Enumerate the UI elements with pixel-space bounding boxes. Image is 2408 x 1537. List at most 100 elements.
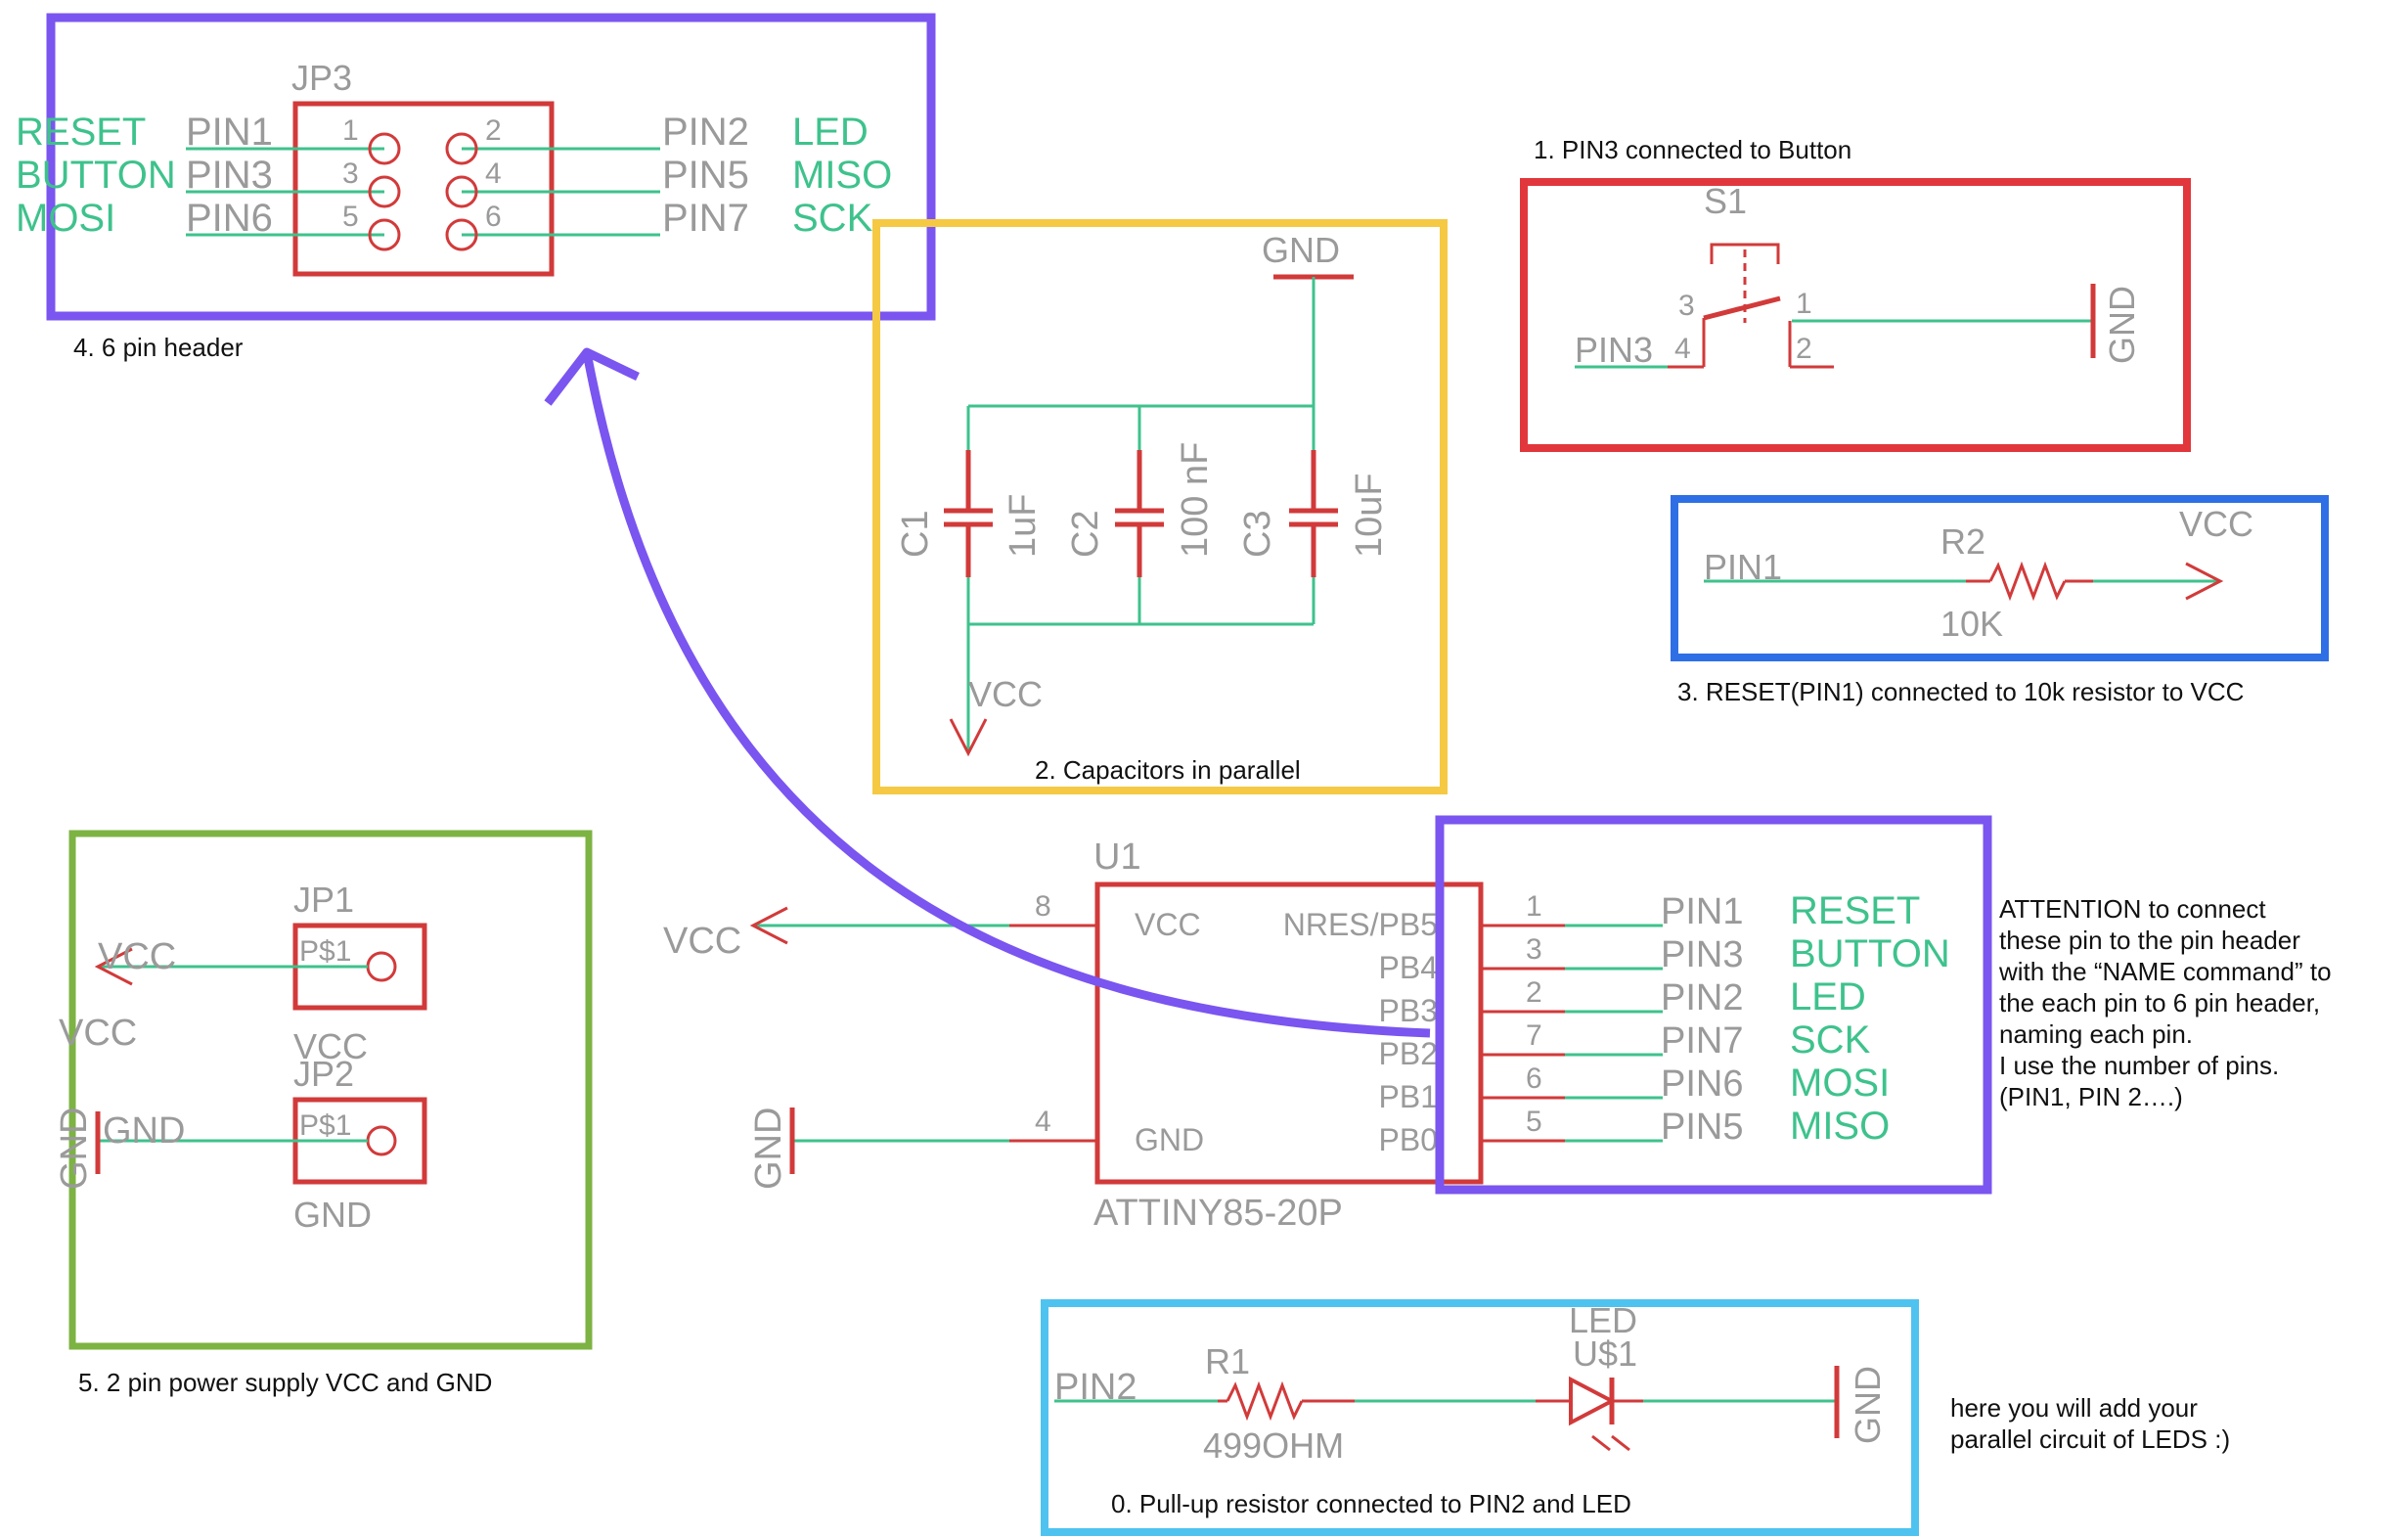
r1-ref: R1 <box>1205 1341 1250 1381</box>
header-num-5: 5 <box>342 201 359 233</box>
r2-ref: R2 <box>1940 521 1985 562</box>
header-pin6-label: PIN6 <box>186 197 273 240</box>
power-group-frame <box>68 830 593 1350</box>
header-num-4: 4 <box>485 158 502 190</box>
u1-vcc-arrow <box>749 906 788 945</box>
u1-net-pin5: PIN5 <box>1661 1107 1743 1148</box>
attention-line-5: naming each pin. <box>1999 1019 2193 1049</box>
u1-net-pin3: PIN3 <box>1661 934 1743 975</box>
u1-num-1: 1 <box>1526 890 1542 923</box>
led-side-note-2: parallel circuit of LEDS :) <box>1950 1424 2230 1454</box>
jp2-label: GND <box>293 1195 372 1235</box>
jp1-pin: P$1 <box>299 935 351 968</box>
header-num-3: 3 <box>342 158 359 190</box>
reset-group-frame <box>1671 495 2329 661</box>
header-pad-2 <box>445 132 478 165</box>
six-pin-header-section: JP3 1 3 5 2 4 6 RESET BUTTON MOSI PIN1 P… <box>16 13 936 362</box>
led-diode <box>1569 1376 1617 1426</box>
jp2-net: GND <box>103 1110 185 1152</box>
jp1-ref: JP1 <box>293 880 354 920</box>
u1-net-pin2: PIN2 <box>1661 977 1743 1018</box>
s1-net-label: PIN3 <box>1575 330 1653 370</box>
u1-right-pins <box>1481 924 1663 1143</box>
u1-pin-pb4: PB4 <box>1379 950 1438 985</box>
power-gnd-side: GND <box>54 1108 95 1190</box>
led-caption: 0. Pull-up resistor connected to PIN2 an… <box>1111 1489 1631 1518</box>
u1-vcc-label: VCC <box>1135 907 1201 942</box>
header-pin2-label: PIN2 <box>662 111 749 154</box>
c1-value: 1uF <box>1003 494 1044 558</box>
header-group-frame <box>46 13 936 321</box>
s1-contact <box>1703 295 1781 321</box>
header-net-led: LED <box>792 111 869 154</box>
u1-body <box>1094 882 1484 1185</box>
caps-vcc-arrow <box>949 718 988 757</box>
reset-section: PIN1 R2 10K VCC 3. RESET(PIN1) connected… <box>1671 495 2329 706</box>
u1-pin-pb0: PB0 <box>1379 1122 1438 1157</box>
u1-gnd-label: GND <box>1135 1122 1204 1157</box>
header-pad-4 <box>445 175 478 208</box>
jp2-pad <box>366 1125 397 1156</box>
jp1-label: VCC <box>293 1026 368 1066</box>
header-pin3-label: PIN3 <box>186 154 273 197</box>
s1-pin-3: 3 <box>1678 290 1695 322</box>
u1-num-6: 6 <box>1526 1062 1542 1095</box>
header-net-sck: SCK <box>792 197 873 240</box>
header-net-mosi: MOSI <box>16 197 115 240</box>
u1-vcc-num: 8 <box>1035 890 1051 923</box>
header-num-6: 6 <box>485 201 502 233</box>
u1-net-pin7: PIN7 <box>1661 1020 1743 1062</box>
attention-note: ATTENTION to connect these pin to the pi… <box>1998 894 2332 1111</box>
u1-gnd-net: GND <box>748 1108 789 1190</box>
header-pin5-label: PIN5 <box>662 154 749 197</box>
s1-ref: S1 <box>1704 181 1747 221</box>
mcu-section: U1 ATTINY85-20P 8 4 VCC GND VCC GND NRES… <box>663 815 1992 1234</box>
u1-name-led: LED <box>1790 975 1866 1018</box>
caps-vcc-label: VCC <box>968 674 1043 714</box>
u1-num-2: 2 <box>1526 976 1542 1009</box>
caps-caption: 2. Capacitors in parallel <box>1035 755 1301 785</box>
u1-pin-nres: NRES/PB5 <box>1283 907 1438 942</box>
u1-pin-pb3: PB3 <box>1379 993 1438 1028</box>
u1-name-sck: SCK <box>1790 1018 1871 1062</box>
led-ref-2: U$1 <box>1573 1334 1637 1374</box>
u1-net-pin6: PIN6 <box>1661 1063 1743 1105</box>
led-ref: LED <box>1569 1300 1637 1340</box>
s1-pin-2: 2 <box>1796 333 1812 365</box>
u1-num-5: 5 <box>1526 1106 1542 1138</box>
u1-net-pin1: PIN1 <box>1661 891 1743 932</box>
u1-name-reset: RESET <box>1790 889 1920 932</box>
led-section: PIN2 R1 499OHM LED U$1 GND 0. Pull-up re… <box>1041 1299 1919 1536</box>
caps-gnd-label: GND <box>1262 230 1340 270</box>
u1-pin-pb2: PB2 <box>1379 1036 1438 1071</box>
r2-value: 10K <box>1940 604 2003 644</box>
header-pin7-label: PIN7 <box>662 197 749 240</box>
header-caption: 4. 6 pin header <box>73 333 244 362</box>
power-section: JP1 P$1 VCC VCC VCC JP2 P$1 GND GND GND … <box>54 830 593 1397</box>
header-net-reset: RESET <box>16 111 146 154</box>
jp2-pin: P$1 <box>299 1109 351 1142</box>
u1-part: ATTINY85-20P <box>1093 1193 1343 1234</box>
reset-vcc-arrow <box>2185 562 2224 601</box>
c3-value: 10uF <box>1349 473 1390 558</box>
button-note: 1. PIN3 connected to Button <box>1534 135 1851 164</box>
u1-num-3: 3 <box>1526 933 1542 966</box>
u1-vcc-net: VCC <box>663 921 741 962</box>
attention-line-2: these pin to the pin header <box>1999 926 2300 955</box>
reset-vcc-label: VCC <box>2179 504 2253 544</box>
c3-ref: C3 <box>1237 510 1278 558</box>
header-pad-5 <box>368 218 401 251</box>
led-side-note-1: here you will add your <box>1950 1393 2198 1423</box>
attention-line-4: the each pin to 6 pin header, <box>1999 988 2320 1017</box>
c2-ref: C2 <box>1065 510 1106 558</box>
led-group-frame <box>1041 1299 1919 1536</box>
capacitors-section: GND C1 1uF C2 100 nF C3 10 <box>872 219 1448 794</box>
header-net-miso: MISO <box>792 154 892 197</box>
header-net-button: BUTTON <box>16 154 176 197</box>
s1-pin-1: 1 <box>1796 288 1812 320</box>
header-pad-3 <box>368 175 401 208</box>
header-num-1: 1 <box>342 114 359 147</box>
u1-name-miso: MISO <box>1790 1105 1890 1148</box>
attention-line-3: with the “NAME command” to <box>1998 957 2332 986</box>
